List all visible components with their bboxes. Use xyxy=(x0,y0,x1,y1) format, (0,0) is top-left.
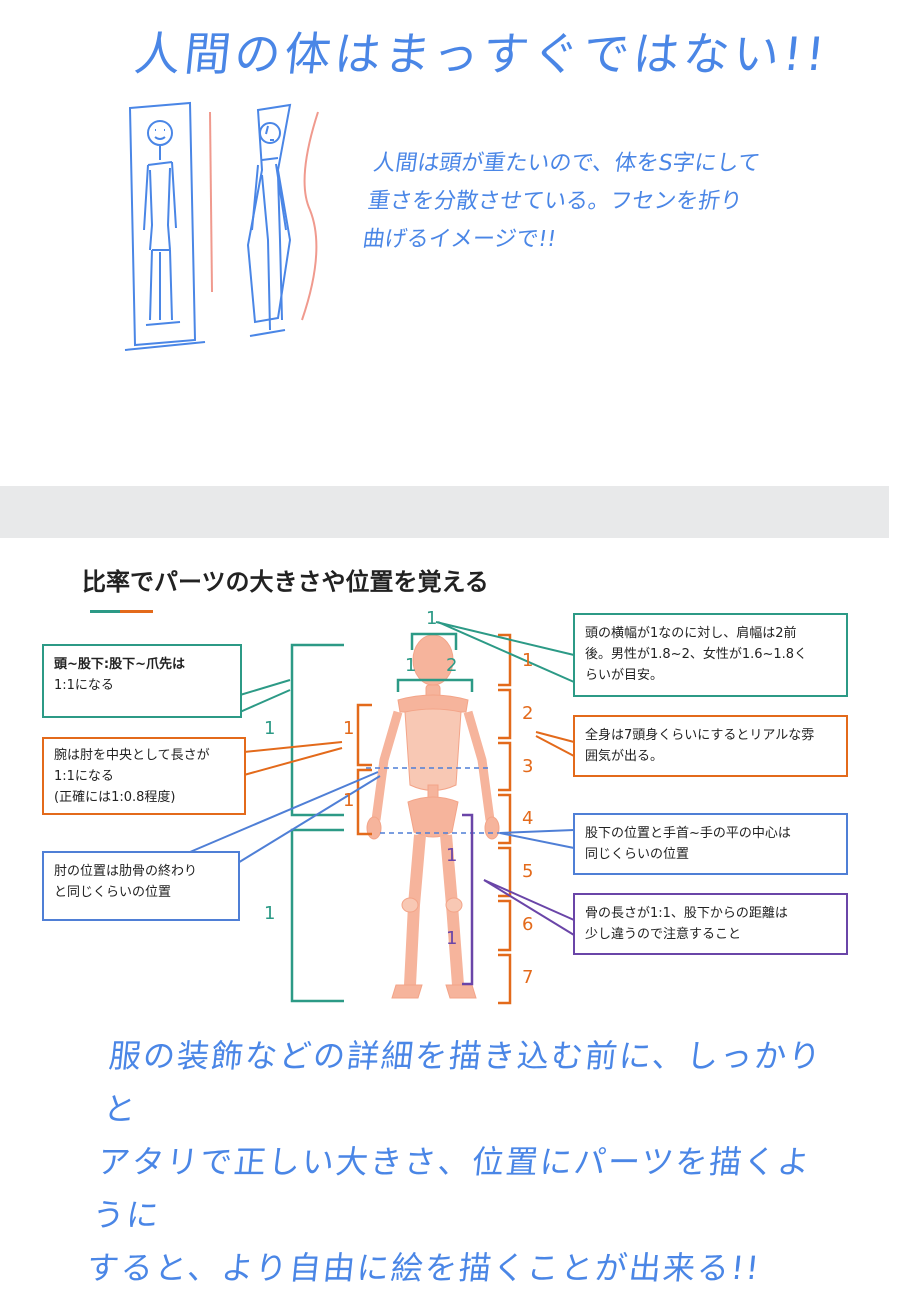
lower-body-bracket xyxy=(292,830,344,1001)
bottom-note: 服の装飾などの詳細を描き込む前に、しっかりと アタリで正しい大きさ、位置にパーツ… xyxy=(84,1030,832,1295)
callout-seven-heads: 全身は7頭身くらいにするとリアルな雰 囲気が出る。 xyxy=(573,715,848,777)
head-unit-6: 6 xyxy=(522,914,533,935)
leg-bone-bracket xyxy=(462,815,472,984)
upper-arm-bracket xyxy=(358,705,372,765)
shoulder-right-label: 2 xyxy=(446,655,457,676)
head-unit-2: 2 xyxy=(522,703,533,724)
upper-body-label: 1 xyxy=(264,718,275,739)
skeleton-figure xyxy=(367,635,499,998)
callout-head-crotch-ratio: 頭~股下:股下~爪先は 1:1になる xyxy=(42,644,242,718)
bottom-note-line-2: アタリで正しい大きさ、位置にパーツを描くように xyxy=(90,1136,821,1242)
head-unit-4: 4 xyxy=(522,808,533,829)
forearm-label: 1 xyxy=(343,790,354,811)
head-unit-1: 1 xyxy=(522,650,533,671)
head-unit-3: 3 xyxy=(522,756,533,777)
head-unit-7: 7 xyxy=(522,967,533,988)
skeleton-diagram xyxy=(0,0,900,1200)
callout-elbow-position: 肘の位置は肋骨の終わり と同じくらいの位置 xyxy=(42,851,240,921)
bottom-note-line-1: 服の装飾などの詳細を描き込む前に、しっかりと xyxy=(101,1030,832,1136)
upper-arm-label: 1 xyxy=(343,718,354,739)
shoulder-left-label: 1 xyxy=(405,655,416,676)
callout-crotch-position: 股下の位置と手首~手の平の中心は 同じくらいの位置 xyxy=(573,813,848,875)
callout-bone-length: 骨の長さが1:1、股下からの距離は 少し違うので注意すること xyxy=(573,893,848,955)
bottom-note-line-3: すると、より自由に絵を描くことが出来る!! xyxy=(84,1242,810,1295)
callout-shoulder-width: 頭の横幅が1なのに対し、肩幅は2前 後。男性が1.8~2、女性が1.6~1.8く… xyxy=(573,613,848,697)
head-width-label: 1 xyxy=(426,608,437,629)
head-unit-5: 5 xyxy=(522,861,533,882)
callout-arm-ratio: 腕は肘を中央として長さが 1:1になる (正確には1:0.8程度) xyxy=(42,737,246,815)
head-unit-bracket-1 xyxy=(498,635,510,685)
shin-label: 1 xyxy=(446,928,457,949)
thigh-label: 1 xyxy=(446,845,457,866)
lower-body-label: 1 xyxy=(264,903,275,924)
